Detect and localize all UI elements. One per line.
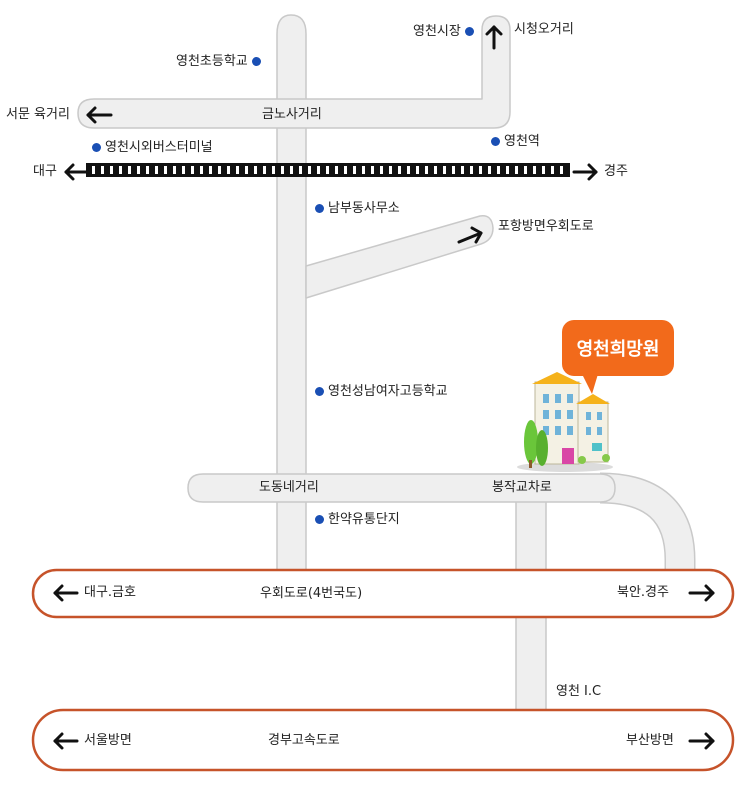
label-bypass-left: 대구.금호	[84, 585, 136, 600]
arrow-right-icon	[688, 732, 715, 750]
label-expressway-right: 부산방면	[626, 733, 674, 748]
arrow-right-icon	[572, 163, 598, 181]
poi-dot	[315, 515, 324, 524]
arrow-left-icon	[64, 163, 90, 181]
label-seomun-junction: 서문 육거리	[6, 107, 70, 122]
poi-dot	[464, 27, 474, 36]
arrow-up-icon	[485, 25, 503, 50]
road-dodong	[187, 473, 616, 503]
label-hanyak-complex: 한약유통단지	[315, 512, 400, 528]
poi-dot	[92, 143, 101, 152]
label-station: 영천역	[491, 134, 540, 150]
label-pohang-bypass: 포항방면우회도로	[498, 219, 594, 234]
label-city-hall-junction: 시청오거리	[514, 22, 574, 37]
label-girls-high-school: 영천성남여자고등학교	[315, 384, 448, 400]
label-bus-terminal: 영천시외버스터미널	[92, 140, 213, 156]
poi-dot	[491, 137, 500, 146]
label-dodong-junction: 도동네거리	[259, 480, 319, 495]
road-main-vertical	[276, 14, 307, 593]
arrow-left-icon	[86, 106, 113, 124]
label-gyeongju: 경주	[604, 164, 628, 179]
arrow-left-icon	[53, 584, 79, 602]
label-bypass-name: 우회도로(4번국도)	[260, 586, 363, 601]
arrow-left-icon	[53, 732, 79, 750]
building-icon	[517, 372, 613, 472]
roads	[77, 14, 696, 711]
bypass-highway	[31, 568, 735, 619]
label-market: 영천시장	[413, 24, 474, 40]
expressway	[31, 708, 735, 772]
label-geumno-junction: 금노사거리	[262, 107, 322, 122]
label-expressway-name: 경부고속도로	[268, 733, 340, 748]
label-nambu-office: 남부동사무소	[315, 201, 400, 217]
arrows	[53, 25, 715, 750]
poi-dot	[251, 57, 261, 66]
label-daegu: 대구	[33, 164, 57, 179]
poi-dot	[315, 387, 324, 396]
railway	[86, 163, 570, 177]
badge-pointer	[582, 374, 598, 394]
label-ic: 영천 I.C	[556, 684, 602, 699]
poi-dot	[315, 204, 324, 213]
arrow-diag-icon	[457, 226, 483, 244]
label-elementary-school: 영천초등학교	[176, 54, 261, 70]
label-expressway-left: 서울방면	[84, 733, 132, 748]
label-bypass-right: 북안.경주	[617, 585, 669, 600]
arrow-right-icon	[688, 584, 715, 602]
road-curve-east-inner	[599, 474, 694, 592]
road-top-horizontal	[77, 15, 511, 129]
label-bongjak-junction: 봉작교차로	[492, 480, 552, 495]
destination-badge: 영천희망원	[562, 320, 674, 376]
road-pohang	[305, 215, 494, 299]
